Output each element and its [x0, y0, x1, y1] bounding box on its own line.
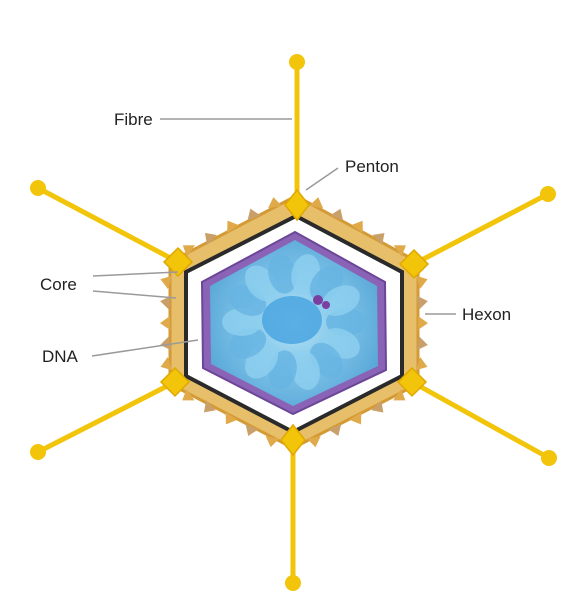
fibre-lower-right [412, 382, 549, 458]
core-leader-2 [93, 291, 176, 298]
fibre-knob-icon [541, 450, 557, 466]
core-leader-1 [93, 272, 178, 276]
fibre-knob-icon [285, 575, 301, 591]
fibre-knob-icon [540, 186, 556, 202]
fibre-upper-right [414, 194, 548, 264]
core-dot [313, 295, 323, 305]
fibre-knob-icon [30, 180, 46, 196]
core-dot [322, 301, 330, 309]
label-dna: DNA [42, 347, 79, 366]
label-penton: Penton [345, 157, 399, 176]
label-hexon: Hexon [462, 305, 511, 324]
label-fibre: Fibre [114, 110, 153, 129]
hexon-stud-icon [160, 316, 170, 330]
hexon-stud-icon [418, 316, 428, 330]
label-core: Core [40, 275, 77, 294]
fibre-knob-icon [289, 54, 305, 70]
fibre-knob-icon [30, 444, 46, 460]
core-center [262, 296, 322, 344]
fibre-lower-left [38, 382, 175, 452]
penton-leader [306, 168, 338, 190]
fibre-upper-left [38, 188, 178, 262]
